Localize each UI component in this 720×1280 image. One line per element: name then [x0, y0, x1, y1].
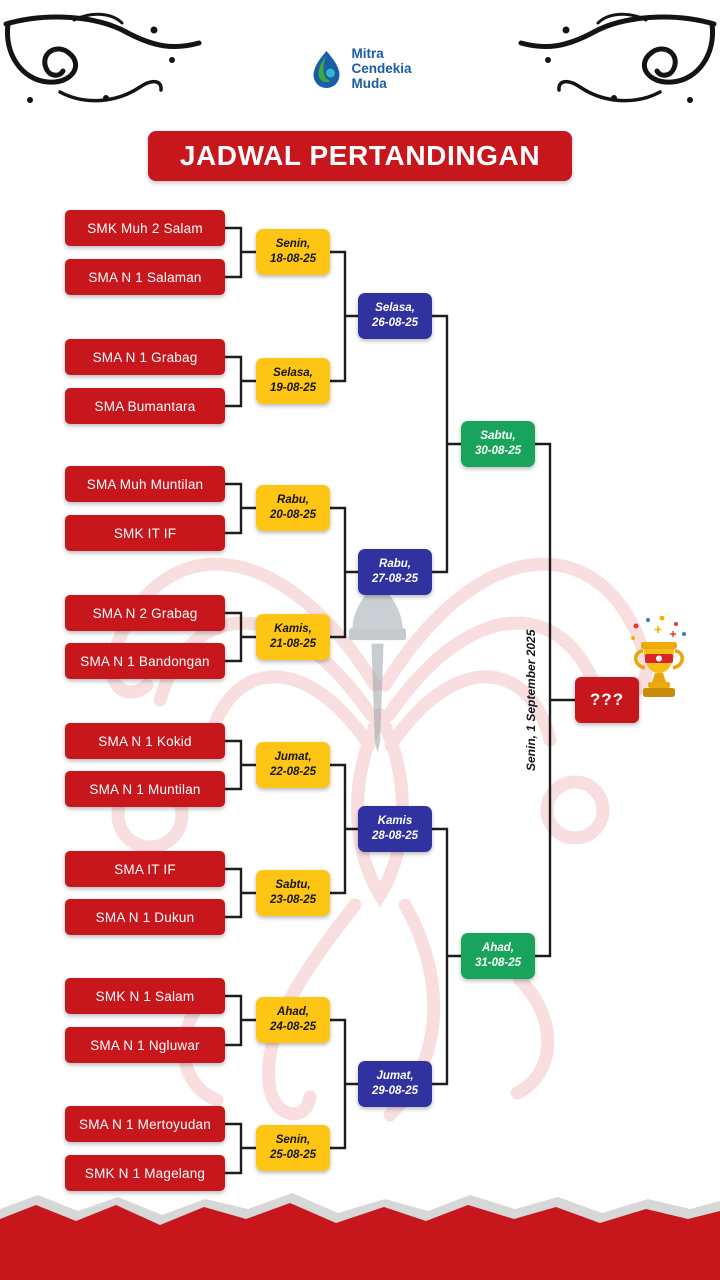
emblem-watermark: [349, 581, 406, 753]
team-box: SMA N 1 Dukun: [65, 899, 225, 935]
round1-date-box: Jumat, 22-08-25: [256, 742, 330, 788]
match-date: 19-08-25: [269, 382, 317, 394]
match-day: Sabtu,: [480, 430, 516, 443]
round1-date-box: Senin, 18-08-25: [256, 229, 330, 275]
match-day: Rabu,: [277, 494, 309, 507]
match-date: 31-08-25: [474, 957, 522, 969]
logo-text: Mitra Cendekia Muda: [351, 46, 411, 91]
match-day: Selasa,: [375, 302, 415, 315]
match-day: Rabu,: [379, 558, 411, 571]
team-box: SMA Muh Muntilan: [65, 466, 225, 502]
match-date: 25-08-25: [269, 1149, 317, 1161]
round1-date-box: Senin, 25-08-25: [256, 1125, 330, 1171]
match-day: Kamis,: [274, 623, 312, 636]
team-box: SMA IT IF: [65, 851, 225, 887]
match-date: 23-08-25: [269, 894, 317, 906]
final-winner-label: ???: [589, 690, 625, 709]
team-box: SMA N 1 Mertoyudan: [65, 1106, 225, 1142]
corner-flourish-right-icon: [518, 12, 717, 103]
match-date: 18-08-25: [269, 253, 317, 265]
match-day: Ahad,: [277, 1006, 309, 1019]
match-day: Selasa,: [273, 367, 313, 380]
team-box: SMA N 2 Grabag: [65, 595, 225, 631]
page-title: JADWAL PERTANDINGAN: [179, 140, 541, 171]
match-date: 24-08-25: [269, 1021, 317, 1033]
team-box: SMA N 1 Ngluwar: [65, 1027, 225, 1063]
team-box: SMA Bumantara: [65, 388, 225, 424]
semifinal-date-box: Sabtu, 30-08-25: [461, 421, 535, 467]
torn-paper-edge: [0, 1193, 720, 1280]
team-box: SMK IT IF: [65, 515, 225, 551]
round1-date-box: Selasa, 19-08-25: [256, 358, 330, 404]
trophy-icon: [631, 616, 686, 697]
round1-date-box: Kamis, 21-08-25: [256, 614, 330, 660]
match-day: Jumat,: [274, 751, 312, 764]
semifinal-date-box: Ahad, 31-08-25: [461, 933, 535, 979]
team-box: SMA N 1 Salaman: [65, 259, 225, 295]
match-day: Senin,: [275, 238, 311, 251]
team-box: SMA N 1 Muntilan: [65, 771, 225, 807]
team-box: SMA N 1 Grabag: [65, 339, 225, 375]
water-drop-logo-icon: [313, 50, 340, 88]
round1-date-box: Ahad, 24-08-25: [256, 997, 330, 1043]
match-day: Sabtu,: [275, 879, 311, 892]
match-day: Senin,: [275, 1134, 311, 1147]
final-date-vertical: Senin, 1 September 2025: [524, 629, 538, 771]
team-box: SMK Muh 2 Salam: [65, 210, 225, 246]
match-date: 22-08-25: [269, 766, 317, 778]
team-box: SMK N 1 Salam: [65, 978, 225, 1014]
round1-date-box: Rabu, 20-08-25: [256, 485, 330, 531]
team-box: SMA N 1 Bandongan: [65, 643, 225, 679]
match-date: 28-08-25: [371, 830, 419, 842]
round2-date-box: Selasa, 26-08-25: [358, 293, 432, 339]
title-banner: JADWAL PERTANDINGAN: [148, 131, 572, 181]
logo-line1: Mitra: [351, 46, 384, 61]
match-day: Kamis: [377, 815, 413, 828]
match-date: 30-08-25: [474, 445, 522, 457]
match-date: 21-08-25: [269, 638, 317, 650]
match-date: 27-08-25: [371, 573, 419, 585]
round2-date-box: Rabu, 27-08-25: [358, 549, 432, 595]
logo-line3: Muda: [351, 76, 387, 92]
logo-line2: Cendekia: [351, 61, 412, 77]
round2-date-box: Jumat, 29-08-25: [358, 1061, 432, 1107]
round1-date-box: Sabtu, 23-08-25: [256, 870, 330, 916]
corner-flourish-left-icon: [3, 12, 202, 103]
team-box: SMA N 1 Kokid: [65, 723, 225, 759]
final-winner-box: ???: [575, 677, 639, 723]
match-date: 20-08-25: [269, 509, 317, 521]
round2-date-box: Kamis 28-08-25: [358, 806, 432, 852]
logo: Mitra Cendekia Muda: [308, 46, 412, 91]
match-date: 29-08-25: [371, 1085, 419, 1097]
team-box: SMK N 1 Magelang: [65, 1155, 225, 1191]
match-day: Ahad,: [482, 942, 514, 955]
match-day: Jumat,: [376, 1070, 414, 1083]
match-date: 26-08-25: [371, 317, 419, 329]
